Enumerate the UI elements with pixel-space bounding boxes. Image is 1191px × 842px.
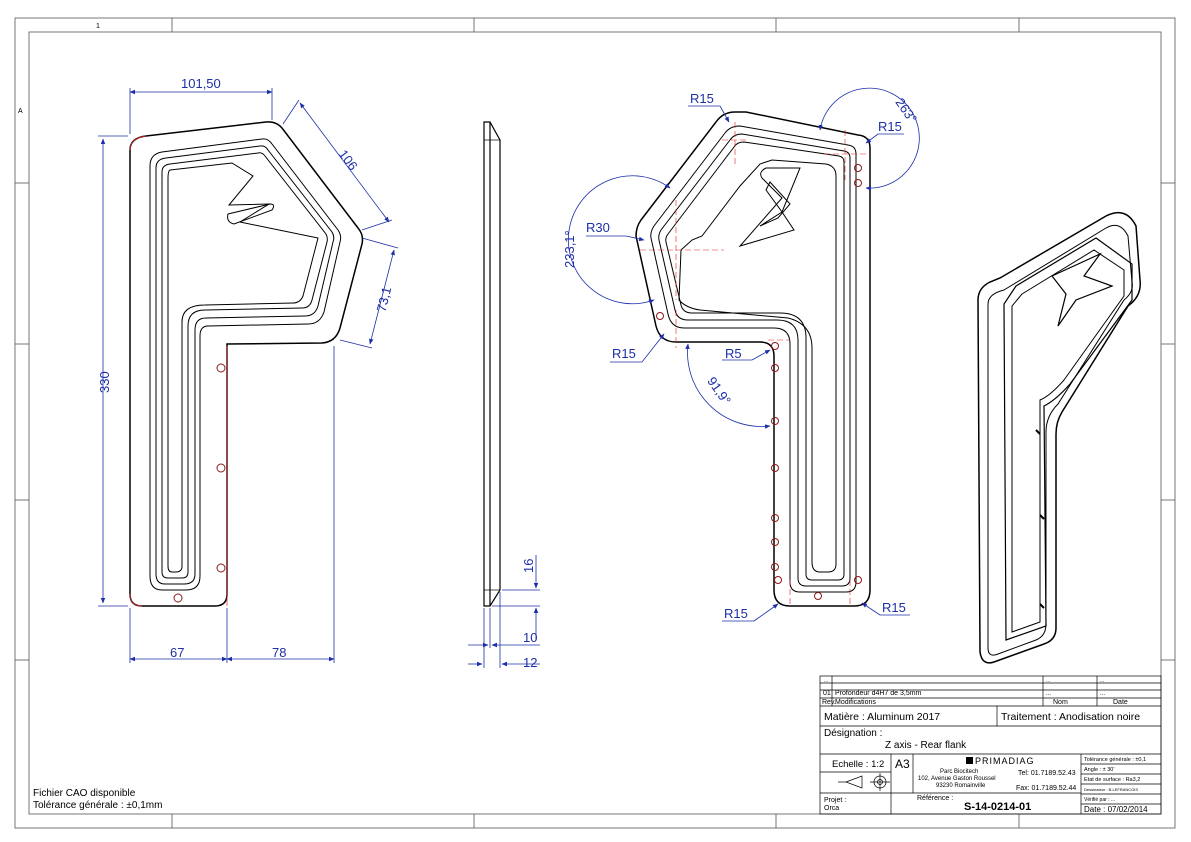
date-header: Date [1113,699,1128,706]
iso-view [977,211,1141,664]
front-pocket [167,162,319,573]
front-slot [227,203,275,225]
reference-number: S-14-0214-01 [964,801,1031,813]
dim-angle-233: 233,1° [562,230,577,268]
material: Matière : Aluminum 2017 [824,711,940,723]
dim-r15-bottomright: R15 [882,600,906,615]
iso-recess [1003,237,1133,641]
checked-by: Vérifié par : ... [1084,797,1115,803]
address-2: 102, Avenue Gaston Roussel [918,776,996,782]
title-block [819,675,1162,815]
front-channel-mid [155,145,335,585]
detail-notch [759,181,791,227]
angle-tolerance: Angle : ± 30' [1084,767,1114,773]
telephone: Tel: 01.7189.52.43 [1018,770,1076,777]
dim-width-top: 101,50 [181,76,221,91]
dim-r5: R5 [725,346,742,361]
dim-diagonal-106: 106 [336,147,361,173]
reference-label: Référence : [917,795,953,802]
dim-r15-top: R15 [690,91,714,106]
detail-channel-3 [665,141,845,581]
designation-label: Désignation : [824,728,882,739]
front-hole [173,593,183,603]
front-channel-outer [149,138,342,591]
scale: Echelle : 1:2 [832,759,884,770]
dim-height: 330 [97,371,112,393]
surface-finish: Etat de surface : Ra3,2 [1084,777,1140,783]
iso-outline-2 [987,224,1133,656]
address-3: 93230 Romainville [936,783,986,789]
iso-outline [977,211,1141,664]
designation: Z axis - Rear flank [885,740,967,751]
side-view [483,121,501,607]
rev-nom: ... [1046,691,1051,697]
front-hole [216,563,226,573]
dim-r15-topright: R15 [878,119,902,134]
tolerance-note: Tolérance générale : ±0,1mm [33,800,162,811]
rev-header: Rev. [822,699,836,706]
front-hole [216,363,226,373]
dim-r15-left: R15 [612,346,636,361]
dim-r30: R30 [586,220,610,235]
treatment: Traitement : Anodisation noire [1001,711,1140,723]
nom-dots: ... [1046,678,1050,684]
format: A3 [895,757,910,771]
general-tolerance: Tolérance générale : ±0,1 [1084,757,1146,763]
dim-diagonal-73: 73,1 [374,285,395,313]
drawing-date: Date : 07/02/2014 [1084,805,1148,814]
detail-dimensions [568,87,920,622]
rev-modification: Profondeur d4H7 de 3,5mm [835,690,922,697]
iso-recess-inner [1011,249,1125,633]
rev-dots: ... [824,678,828,684]
dim-angle-91: 91,9° [704,374,734,408]
dim-side-10: 10 [523,630,537,645]
iso-notch [1051,252,1114,327]
front-view [129,121,364,607]
designer: Dessinateur : B.LEFRANCOIS [1084,787,1138,792]
fax: Fax: 01.7189.52.44 [1016,785,1076,792]
company-name: PRIMADIAG [975,756,1035,766]
detail-channel-2 [658,133,851,587]
front-channel-inner [161,152,328,579]
dim-side-16: 16 [521,559,536,573]
side-dimensions [468,555,540,668]
column-label: 1 [96,23,100,30]
cad-note: Fichier CAO disponible [33,788,136,799]
address-1: Parc Biocitech [940,769,978,775]
dim-bottom-right: 78 [272,645,286,660]
rev-date: ... [1100,691,1105,697]
dim-side-12: 12 [523,655,537,670]
company-logo-icon: PRIMADIAG [966,756,1035,766]
nom-header: Nom [1053,699,1068,706]
project-label: Projet : [824,797,846,804]
projection-symbol-icon [838,773,890,791]
rev-number: 01 [823,690,831,697]
detail-holes [656,164,862,600]
project-name: Orca [824,805,839,812]
dim-bottom-left: 67 [170,645,184,660]
dim-r15-bottomleft: R15 [724,606,748,621]
detail-pocket [678,159,837,573]
detail-centerlines [640,122,866,605]
modifications-header: Modifications [835,699,876,706]
date-dots: ... [1100,678,1104,684]
front-dimensions [98,88,399,663]
sheet-frame [14,17,1176,829]
row-label: A [18,108,23,115]
front-hole [216,463,226,473]
front-outline [129,121,364,607]
